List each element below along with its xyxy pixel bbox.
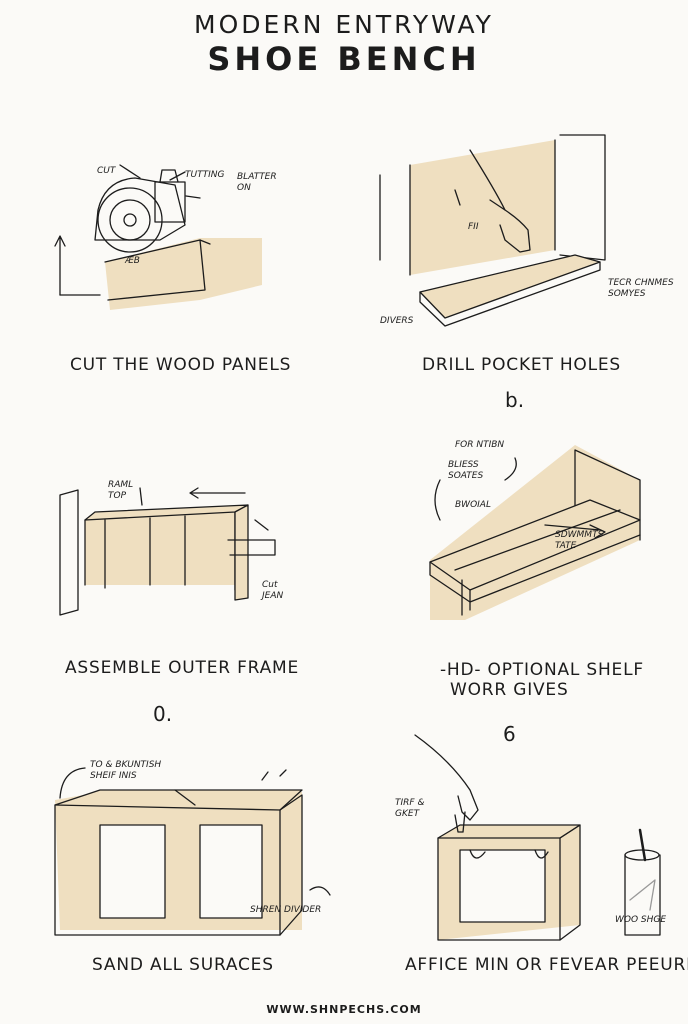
- step-4-caption-line-1: -HD- OPTIONAL SHELF: [440, 660, 644, 680]
- annotation-tecr: TECR CHNMES SOMYES: [608, 278, 674, 299]
- step-6-number: 6: [503, 722, 516, 746]
- annotation-woo-shge: WOO SHGE: [615, 915, 667, 925]
- outer-frame-illustration: [59, 487, 276, 616]
- optional-shelf-illustration: [429, 445, 641, 620]
- step-6-caption: AFFICE MIN OR FEVEAR PEEURE: [405, 955, 688, 975]
- title-line-2: SHOE BENCH: [207, 40, 481, 78]
- step-2-caption: DRILL POCKET HOLES: [422, 355, 622, 375]
- step-2-number: b.: [505, 388, 525, 412]
- finish-illustration: [414, 734, 661, 941]
- step-4-caption-line-2: WORR GIVES: [450, 680, 569, 700]
- circular-saw-illustration: [54, 164, 262, 310]
- annotation-to-bkuntish: TO & BKUNTISH SHEIF INIS: [90, 760, 162, 781]
- title-line-1: MODERN ENTRYWAY: [194, 10, 494, 39]
- annotation-ab: ÆB: [125, 256, 140, 266]
- step-5-number: 0.: [153, 702, 173, 726]
- annotation-fii: FII: [468, 222, 479, 232]
- drill-illustration: [379, 134, 606, 327]
- footer-url: WWW.SHNPECHS.COM: [266, 1003, 422, 1016]
- annotation-tutting: TUTTING: [185, 170, 225, 180]
- annotation-sdwmmts: SDWMMTS TATE: [555, 530, 604, 551]
- annotation-bliess-soates: BLIESS SOATES: [448, 460, 484, 481]
- sanding-illustration: [54, 767, 331, 936]
- annotation-shren-divider: SHREN DIVIDER: [250, 905, 322, 915]
- annotation-divers: DIVERS: [380, 316, 414, 326]
- step-3-caption: ASSEMBLE OUTER FRAME: [65, 658, 300, 678]
- annotation-raml-top: RAML TOP: [108, 480, 134, 501]
- annotation-for-ntibn: FOR NTIBN: [455, 440, 505, 450]
- annotation-blatter-on: BLATTER ON: [237, 172, 277, 193]
- annotation-bwoial: BWOIAL: [455, 500, 491, 510]
- step-1-caption: CUT THE WOOD PANELS: [70, 355, 292, 375]
- step-5-caption: SAND ALL SURACES: [92, 955, 274, 975]
- annotation-cut-jean: Cut JEAN: [262, 580, 284, 601]
- annotation-cut: CUT: [97, 166, 116, 176]
- annotation-tirf-gket: TIRF & GKET: [395, 798, 425, 819]
